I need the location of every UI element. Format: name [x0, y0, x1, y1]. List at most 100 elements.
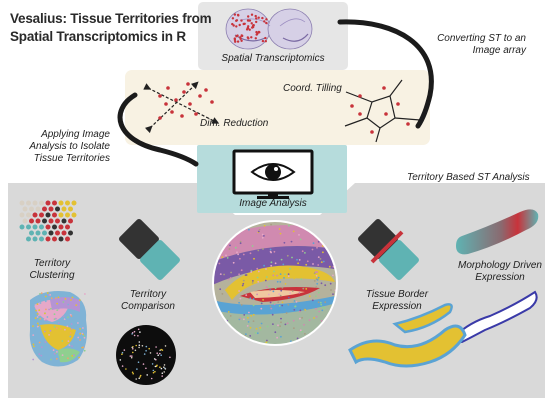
spatial-spot [254, 14, 257, 18]
comparison-speck [132, 372, 134, 375]
tissue-speck [256, 293, 258, 296]
tissue-speck [272, 290, 275, 293]
voronoi-point [350, 104, 354, 108]
comparison-speck [146, 374, 148, 376]
image-analysis-label: Image Analysis [239, 198, 307, 209]
tissue-speck [276, 336, 278, 339]
cluster-dot [65, 212, 70, 218]
cluster-dot [39, 200, 44, 206]
tissue-speck [253, 257, 255, 260]
tissue-speck [226, 257, 229, 259]
morphology-outline [453, 290, 538, 344]
tissue-speck [273, 250, 276, 253]
spatial-spot [234, 40, 237, 43]
tissue-speck [290, 340, 292, 343]
tissue-speck [242, 279, 245, 282]
cluster-map-speck [34, 317, 37, 319]
cluster-map-speck [69, 313, 72, 316]
comparison-speck [131, 346, 133, 349]
cluster-map-speck [73, 354, 75, 357]
tissue-speck [280, 258, 283, 261]
cluster-map-speck [52, 349, 55, 352]
dim-point [170, 110, 174, 114]
tissue-speck [249, 326, 252, 329]
spatial-spot [250, 36, 253, 39]
cluster-dot [48, 218, 54, 224]
spatial-spot [261, 16, 264, 20]
tissue-speck [256, 276, 259, 279]
comparison-speck [164, 368, 167, 370]
tissue-speck [274, 287, 277, 290]
cluster-map-speck [38, 353, 41, 355]
tissue-speck [291, 256, 293, 259]
comparison-circle [116, 325, 176, 385]
comparison-label: Territory Comparison [110, 289, 186, 313]
tissue-speck [264, 279, 267, 282]
cluster-map-speck [72, 339, 75, 341]
cluster-map-speck [46, 292, 49, 294]
cluster-dot [42, 230, 47, 236]
cluster-map-speck [38, 314, 40, 317]
tissue-speck [328, 265, 331, 268]
tissue-speck [315, 286, 318, 288]
cluster-map-speck [55, 297, 57, 299]
tissue-speck [238, 290, 241, 292]
tissue-speck [324, 251, 327, 253]
tissue-speck [283, 241, 286, 244]
tissue-speck [277, 269, 279, 271]
comparison-speck [145, 367, 147, 370]
tissue-speck [261, 233, 264, 236]
cluster-dot [71, 212, 77, 218]
cluster-dot [19, 200, 25, 206]
cluster-map-speck [69, 332, 72, 334]
tissue-speck [239, 242, 242, 245]
tissue-speck [231, 274, 233, 277]
cluster-map-speck [53, 352, 56, 355]
tissue-speck [289, 292, 292, 295]
tissue-speck [272, 323, 274, 325]
tissue-speck [313, 272, 316, 275]
cluster-map-speck [75, 304, 78, 306]
cluster-map-speck [44, 312, 46, 315]
cluster-map-speck [32, 343, 35, 346]
cluster-map-speck [43, 318, 46, 321]
comparison-speck [152, 369, 155, 372]
tissue-speck [263, 264, 265, 267]
tissue-speck [259, 326, 261, 329]
cluster-map-speck [56, 351, 58, 353]
tissue-speck [277, 324, 279, 327]
comparison-speck [161, 372, 164, 375]
tissue-speck [223, 273, 226, 276]
tissue-speck [329, 282, 332, 285]
tissue-speck [263, 224, 266, 227]
cluster-map-speck [49, 294, 52, 296]
tissue-speck [317, 240, 320, 243]
tissue-speck [269, 301, 272, 304]
comparison-speck [138, 344, 141, 347]
tissue-speck [287, 227, 290, 230]
comparison-speck [132, 348, 134, 350]
comparison-speck [164, 345, 167, 347]
comparison-speck [156, 352, 158, 355]
tissue-speck [317, 256, 320, 258]
cluster-map-speck [71, 296, 74, 299]
tissue-speck [293, 309, 296, 311]
cluster-map-speck [78, 356, 80, 359]
comparison-speck [139, 374, 142, 377]
tissue-speck [259, 328, 262, 331]
tissue-speck [221, 293, 224, 295]
tissue-speck [295, 301, 298, 303]
tissue-speck [239, 317, 242, 320]
tissue-speck [308, 295, 311, 298]
cluster-dot [45, 236, 51, 242]
comparison-speck [163, 371, 165, 373]
tissue-speck [225, 254, 227, 257]
comparison-speck [152, 371, 155, 374]
cluster-dot [39, 212, 44, 218]
dim-point [180, 114, 184, 118]
tissue-speck [323, 307, 326, 310]
tissue-speck [244, 274, 247, 276]
cluster-map-speck [59, 313, 62, 316]
cluster-dot [68, 206, 73, 212]
spatial-spot [254, 37, 257, 40]
